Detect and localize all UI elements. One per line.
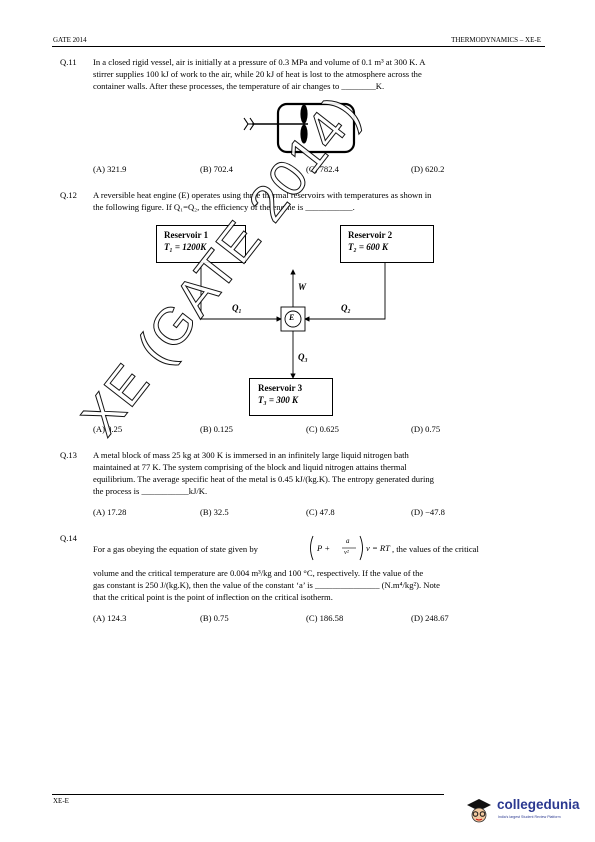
eq-rest: v = RT: [366, 543, 390, 553]
q14-option-b: (B) 0.75: [200, 613, 229, 623]
q12-option-a: (A) 0.25: [93, 424, 123, 434]
q14-line1-suffix: , the values of the critical: [392, 544, 479, 554]
header-left: GATE 2014: [53, 36, 87, 44]
q13-option-c: (C) 47.8: [306, 507, 335, 517]
reservoir-3-name: Reservoir 3: [258, 383, 303, 393]
reservoir-3-box: Reservoir 3 T₃ = 300 K: [249, 378, 333, 416]
q11-option-a: (A) 321.9: [93, 164, 127, 174]
q12-line2: the following figure. If Q₁=Q₂, the effi…: [93, 202, 355, 212]
q13-text: A metal block of mass 25 kg at 300 K is …: [93, 449, 541, 497]
q14-line4: that the critical point is the point of …: [93, 592, 333, 602]
header-rule: [52, 46, 545, 47]
q11-number: Q.11: [60, 57, 77, 67]
q12-line1: A reversible heat engine (E) operates us…: [93, 190, 432, 200]
reservoir-1-box: Reservoir 1 T₁ = 1200K: [156, 225, 246, 263]
header-right: THERMODYNAMICS – XE-E: [451, 36, 541, 44]
footer-left: XE-E: [53, 797, 69, 805]
reservoir-2-temp: T₂ = 600 K: [348, 242, 389, 252]
q12-option-c: (C) 0.625: [306, 424, 339, 434]
collegedunia-logo-icon: [467, 799, 491, 823]
eq-p: P +: [317, 543, 331, 553]
reservoir-1-temp: T₁ = 1200K: [164, 242, 207, 252]
q12-text: A reversible heat engine (E) operates us…: [93, 189, 541, 213]
q14-line2: volume and the critical temperature are …: [93, 568, 424, 578]
logo-tagline: India's largest Student Review Platform: [498, 815, 561, 819]
work-label: W: [298, 282, 307, 292]
engine-label: E: [289, 313, 295, 322]
q11-option-c: (C) 782.4: [306, 164, 339, 174]
q13-option-a: (A) 17.28: [93, 507, 127, 517]
q13-line4: the process is ___________kJ/K.: [93, 486, 208, 496]
q14-equation: P + a v² v = RT: [308, 533, 458, 563]
q11-line2: stirrer supplies 100 kJ of work to the a…: [93, 69, 422, 79]
eq-a: a: [346, 537, 350, 545]
q13-number: Q.13: [60, 450, 77, 460]
q12-option-b: (B) 0.125: [200, 424, 233, 434]
logo-name: collegedunia: [497, 797, 580, 812]
q14-option-d: (D) 248.67: [411, 613, 449, 623]
q13-option-d: (D) −47.8: [411, 507, 445, 517]
q11-option-b: (B) 702.4: [200, 164, 233, 174]
eq-v2: v²: [344, 549, 349, 556]
q14-line3: gas constant is 250 J/(kg.K), then the v…: [93, 580, 440, 590]
q12-number: Q.12: [60, 190, 77, 200]
q13-line2: maintained at 77 K. The system comprisin…: [93, 462, 407, 472]
reservoir-2-name: Reservoir 2: [348, 230, 393, 240]
footer-rule: [52, 794, 444, 795]
q14-option-a: (A) 124.3: [93, 613, 127, 623]
rigid-vessel-figure: [243, 102, 356, 154]
q2-label: Q₂: [341, 303, 351, 313]
q12-option-d: (D) 0.75: [411, 424, 441, 434]
reservoir-1-name: Reservoir 1: [164, 230, 209, 240]
q14-line1-prefix: For a gas obeying the equation of state …: [93, 544, 258, 554]
reservoir-2-box: Reservoir 2 T₂ = 600 K: [340, 225, 434, 263]
q13-line3: equilibrium. The average specific heat o…: [93, 474, 434, 484]
q13-option-b: (B) 32.5: [200, 507, 229, 517]
q14-text: volume and the critical temperature are …: [93, 567, 541, 603]
q11-line3: container walls. After these processes, …: [93, 81, 385, 91]
q11-text: In a closed rigid vessel, air is initial…: [93, 56, 541, 92]
q13-line1: A metal block of mass 25 kg at 300 K is …: [93, 450, 409, 460]
equation-parentheses: [310, 535, 363, 561]
q3-label: Q₃: [298, 352, 308, 362]
q14-option-c: (C) 186.58: [306, 613, 344, 623]
q14-number: Q.14: [60, 533, 77, 543]
reservoir-3-temp: T₃ = 300 K: [258, 395, 299, 405]
q1-label: Q₁: [232, 303, 242, 313]
q11-option-d: (D) 620.2: [411, 164, 445, 174]
q11-line1: In a closed rigid vessel, air is initial…: [93, 57, 426, 67]
